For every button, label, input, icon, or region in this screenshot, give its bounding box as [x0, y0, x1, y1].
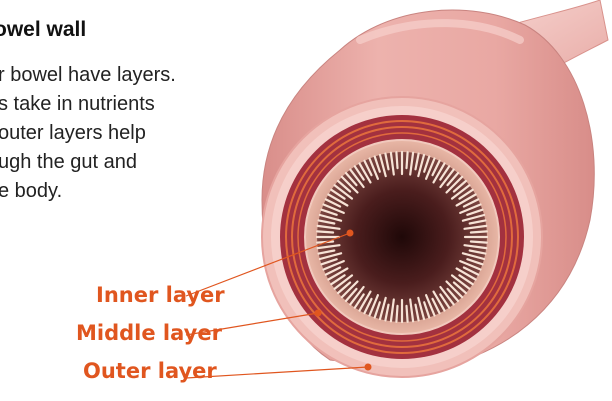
inner-layer-marker	[347, 230, 354, 237]
villus	[396, 152, 397, 168]
villus	[317, 231, 333, 232]
middle-layer-label: Middle layer	[76, 321, 222, 345]
villus	[407, 306, 408, 322]
outer-layer-label: Outer layer	[83, 359, 217, 383]
villus	[471, 242, 487, 243]
middle-layer-marker	[315, 310, 322, 317]
outer-layer-marker	[365, 364, 372, 371]
villus	[407, 152, 408, 168]
villus	[396, 306, 397, 322]
villus	[471, 231, 487, 232]
inner-layer-label: Inner layer	[96, 283, 225, 307]
